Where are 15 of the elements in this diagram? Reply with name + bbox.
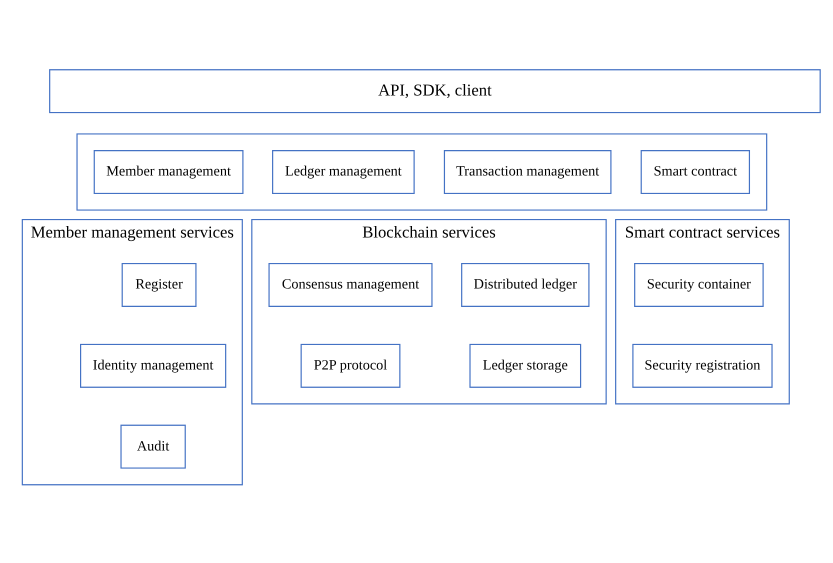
node-box: Smart contract: [640, 150, 750, 194]
node-box: Security container: [634, 262, 764, 306]
node-box: Consensus management: [268, 262, 433, 306]
node-box: Member management: [94, 150, 244, 194]
node-box: Transaction management: [444, 150, 612, 194]
node-box: Distributed ledger: [461, 262, 590, 306]
node-box: Identity management: [80, 343, 226, 388]
node-box: Ledger storage: [469, 343, 582, 388]
node-box: API, SDK, client: [49, 68, 821, 113]
node-box: Ledger management: [272, 150, 415, 194]
node-box: P2P protocol: [300, 343, 400, 388]
cluster: [76, 132, 768, 210]
node-box: Audit: [120, 424, 186, 468]
node-box: Register: [122, 262, 197, 306]
node-box: Security registration: [632, 343, 773, 388]
